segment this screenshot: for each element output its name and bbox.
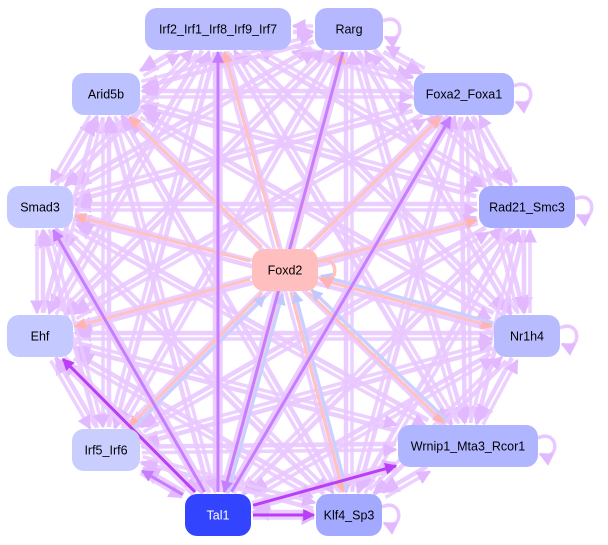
edge-arid5b-irf2: [142, 53, 182, 78]
edge-foxd2-irf5: [127, 291, 264, 429]
node-label: Foxd2: [268, 264, 303, 278]
edge-irf5-foxd2: [130, 294, 267, 431]
node-label: Tal1: [207, 509, 230, 523]
node-box: [185, 494, 251, 536]
edge-klf4-arid5b: [119, 113, 341, 492]
self-loop-wrnip1: [537, 434, 557, 466]
node-box: [479, 186, 575, 228]
edge-wrnip1-irf5: [140, 437, 396, 456]
edge-foxd2-nr1h4: [319, 278, 494, 330]
edge-irf5-rarg: [120, 52, 340, 430]
node-rad21[interactable]: Rad21_Smc3: [479, 186, 575, 228]
edge-foxd2-irf2: [221, 50, 281, 248]
edge-klf4-wrnip1: [384, 470, 432, 499]
node-label: Nr1h4: [510, 330, 544, 344]
node-box: [316, 494, 382, 536]
node-label: Arid5b: [88, 88, 124, 102]
node-label: Irf5_Irf6: [84, 444, 127, 458]
edge-wrnip1-klf4: [380, 464, 428, 495]
edge-foxd2-klf4: [289, 292, 347, 494]
edge-tal1-wrnip1: [252, 462, 398, 507]
node-ehf[interactable]: Ehf: [7, 315, 73, 357]
edge-tal1-foxa2: [230, 115, 452, 493]
edge-rad21-arid5b: [139, 102, 477, 199]
edge-foxd2-rad21: [319, 216, 479, 263]
node-wrnip1[interactable]: Wrnip1_Mta3_Rcor1: [398, 425, 538, 467]
edge-irf2-arid5b: [138, 47, 178, 73]
node-label: Wrnip1_Mta3_Rcor1: [411, 440, 525, 454]
edge-foxa2-rarg: [385, 45, 426, 70]
node-label: Klf4_Sp3: [324, 509, 375, 523]
edges: [51, 50, 494, 521]
edge-tal1-smad3: [53, 226, 210, 492]
edge-foxa2-wrnip1: [455, 117, 474, 425]
edge-foxd2-wrnip1: [307, 291, 446, 425]
nodes: Irf2_Irf1_Irf8_Irf9_Irf7 RargFoxa2_Foxa1R…: [7, 8, 575, 536]
edge-ehf-irf5: [49, 359, 92, 430]
node-box: [72, 429, 140, 471]
node-arid5b[interactable]: Arid5b: [72, 73, 140, 115]
edge-wrnip1-smad3: [74, 221, 430, 423]
edge-smad3-wrnip1: [72, 227, 427, 428]
node-box: [414, 73, 514, 115]
edge-foxa2-ehf: [71, 112, 424, 316]
self-loop-klf4: [381, 503, 401, 535]
node-label: Foxa2_Foxa1: [426, 88, 502, 102]
node-box: [252, 249, 318, 291]
edge-foxd2-foxa2: [307, 115, 442, 249]
node-box: [145, 8, 291, 50]
node-irf2[interactable]: Irf2_Irf1_Irf8_Irf9_Irf7: [145, 8, 291, 50]
node-box: [315, 8, 383, 50]
edge-tal1-irf5: [140, 469, 184, 496]
node-label: Smad3: [20, 201, 60, 215]
self-loops: [317, 17, 594, 535]
edge-rad21-irf5: [138, 225, 487, 429]
edge-smad3-tal1: [49, 230, 204, 495]
edge-rad21-foxa2: [477, 114, 519, 184]
self-loop-rarg: [382, 17, 402, 49]
edge-wrnip1-nr1h4: [481, 359, 519, 426]
edge-klf4-foxd2: [291, 290, 349, 492]
edge-arid5b-smad3: [49, 114, 92, 184]
node-box: [7, 315, 73, 357]
edge-tal1-nr1h4: [253, 357, 495, 499]
edge-tal1-ehf: [61, 357, 197, 494]
node-box: [398, 425, 538, 467]
edge-arid5b-klf4: [115, 117, 335, 495]
edge-foxd2-arid5b: [128, 115, 263, 249]
node-foxd2[interactable]: Foxd2: [252, 249, 318, 291]
node-tal1[interactable]: Tal1: [185, 494, 251, 536]
node-smad3[interactable]: Smad3: [7, 186, 73, 228]
node-rarg[interactable]: Rarg: [315, 8, 383, 50]
edge-arid5b-nr1h4: [139, 115, 492, 320]
self-loop-rad21: [574, 195, 594, 227]
edge-wrnip1-foxd2: [310, 289, 448, 422]
node-nr1h4[interactable]: Nr1h4: [494, 315, 560, 357]
node-label: Irf2_Irf1_Irf8_Irf9_Irf7: [159, 23, 277, 37]
edge-ehf-foxa2: [75, 118, 427, 321]
node-box: [72, 73, 140, 115]
edge-foxd2-smad3: [73, 212, 251, 263]
node-box: [494, 315, 560, 357]
node-label: Rad21_Smc3: [489, 201, 565, 215]
node-box: [7, 186, 73, 228]
self-loop-foxd2: [317, 258, 337, 290]
self-loop-foxa2: [513, 82, 533, 114]
node-foxa2[interactable]: Foxa2_Foxa1: [414, 73, 514, 115]
node-label: Rarg: [335, 23, 362, 37]
self-loop-nr1h4: [559, 324, 579, 356]
node-label: Ehf: [31, 330, 50, 344]
edge-tal1-smad3: [51, 228, 207, 493]
node-klf4[interactable]: Klf4_Sp3: [316, 494, 382, 536]
edge-nr1h4-foxd2: [319, 272, 494, 325]
edge-nr1h4-arid5b: [141, 110, 495, 316]
edge-tal1-foxd2: [226, 292, 286, 494]
node-irf5[interactable]: Irf5_Irf6: [72, 429, 140, 471]
edge-arid5b-rad21: [142, 99, 480, 195]
